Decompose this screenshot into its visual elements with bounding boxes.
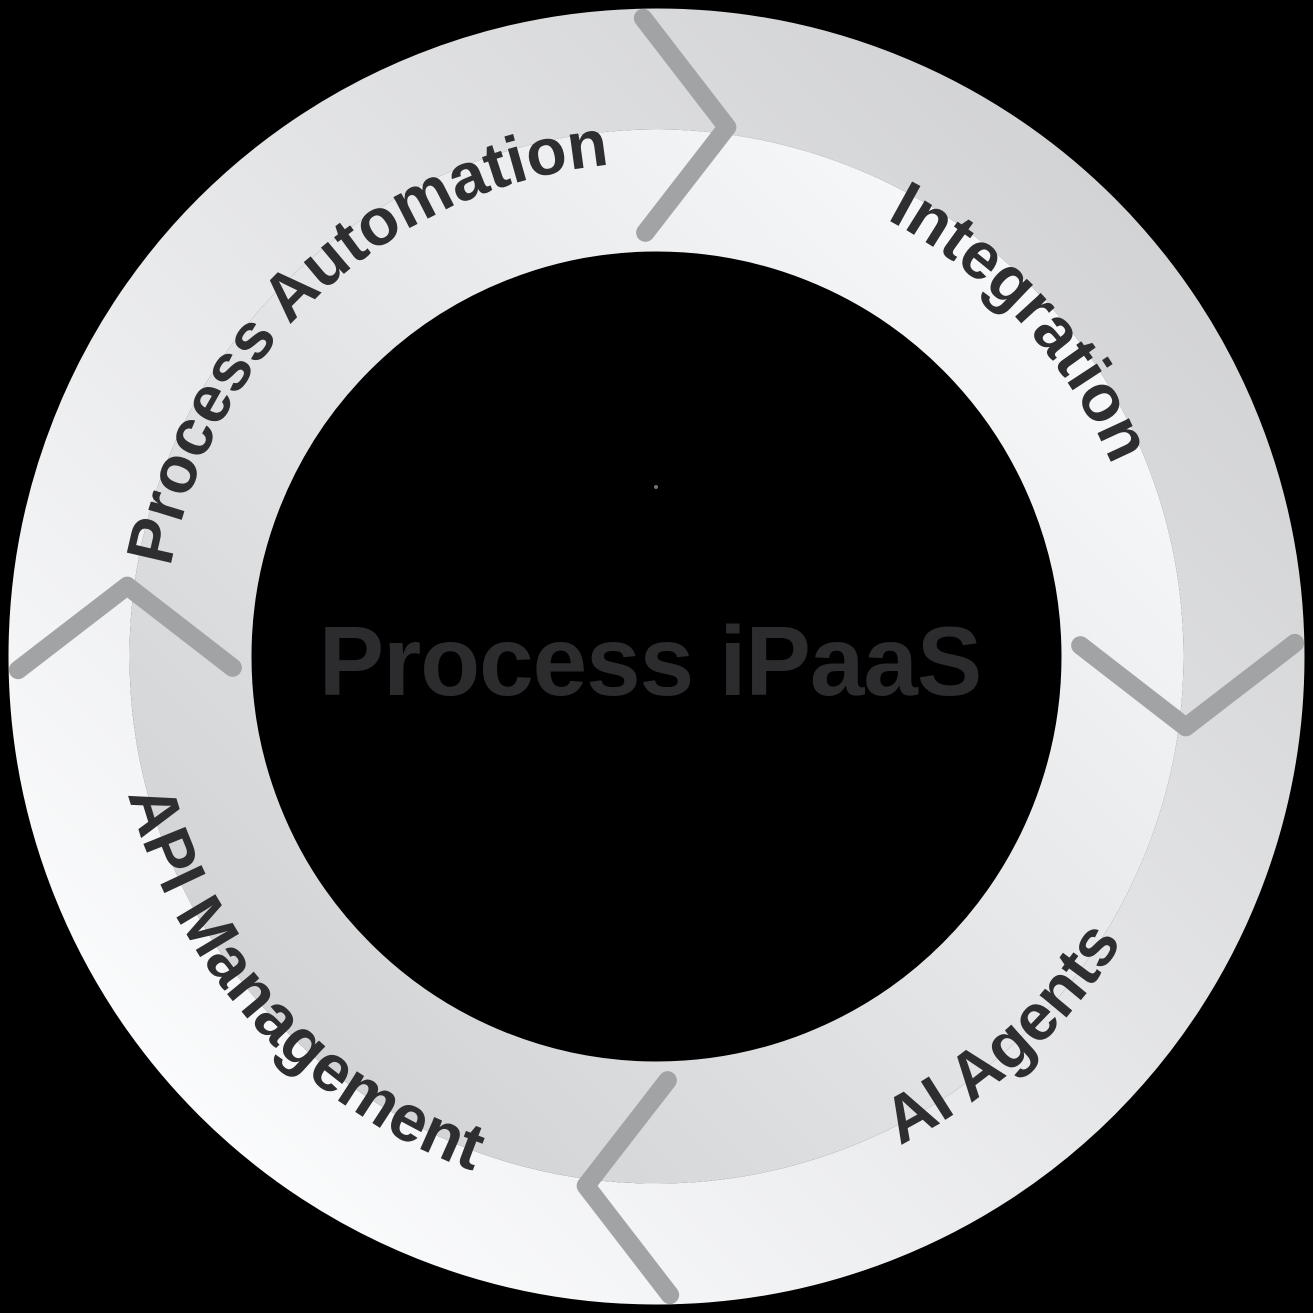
ring-inner-band [129, 129, 1184, 1184]
arrow-group [8, 8, 1305, 1305]
hub-title: Process iPaaS [319, 606, 982, 716]
bottom-chevron-arrow-icon [576, 1071, 680, 1305]
stray-dot [654, 485, 658, 489]
right-chevron-arrow-icon [1071, 633, 1305, 737]
left-chevron-arrow-icon [8, 576, 242, 680]
ring-outer-band [8, 8, 1305, 1305]
top-chevron-arrow-icon [633, 8, 737, 242]
